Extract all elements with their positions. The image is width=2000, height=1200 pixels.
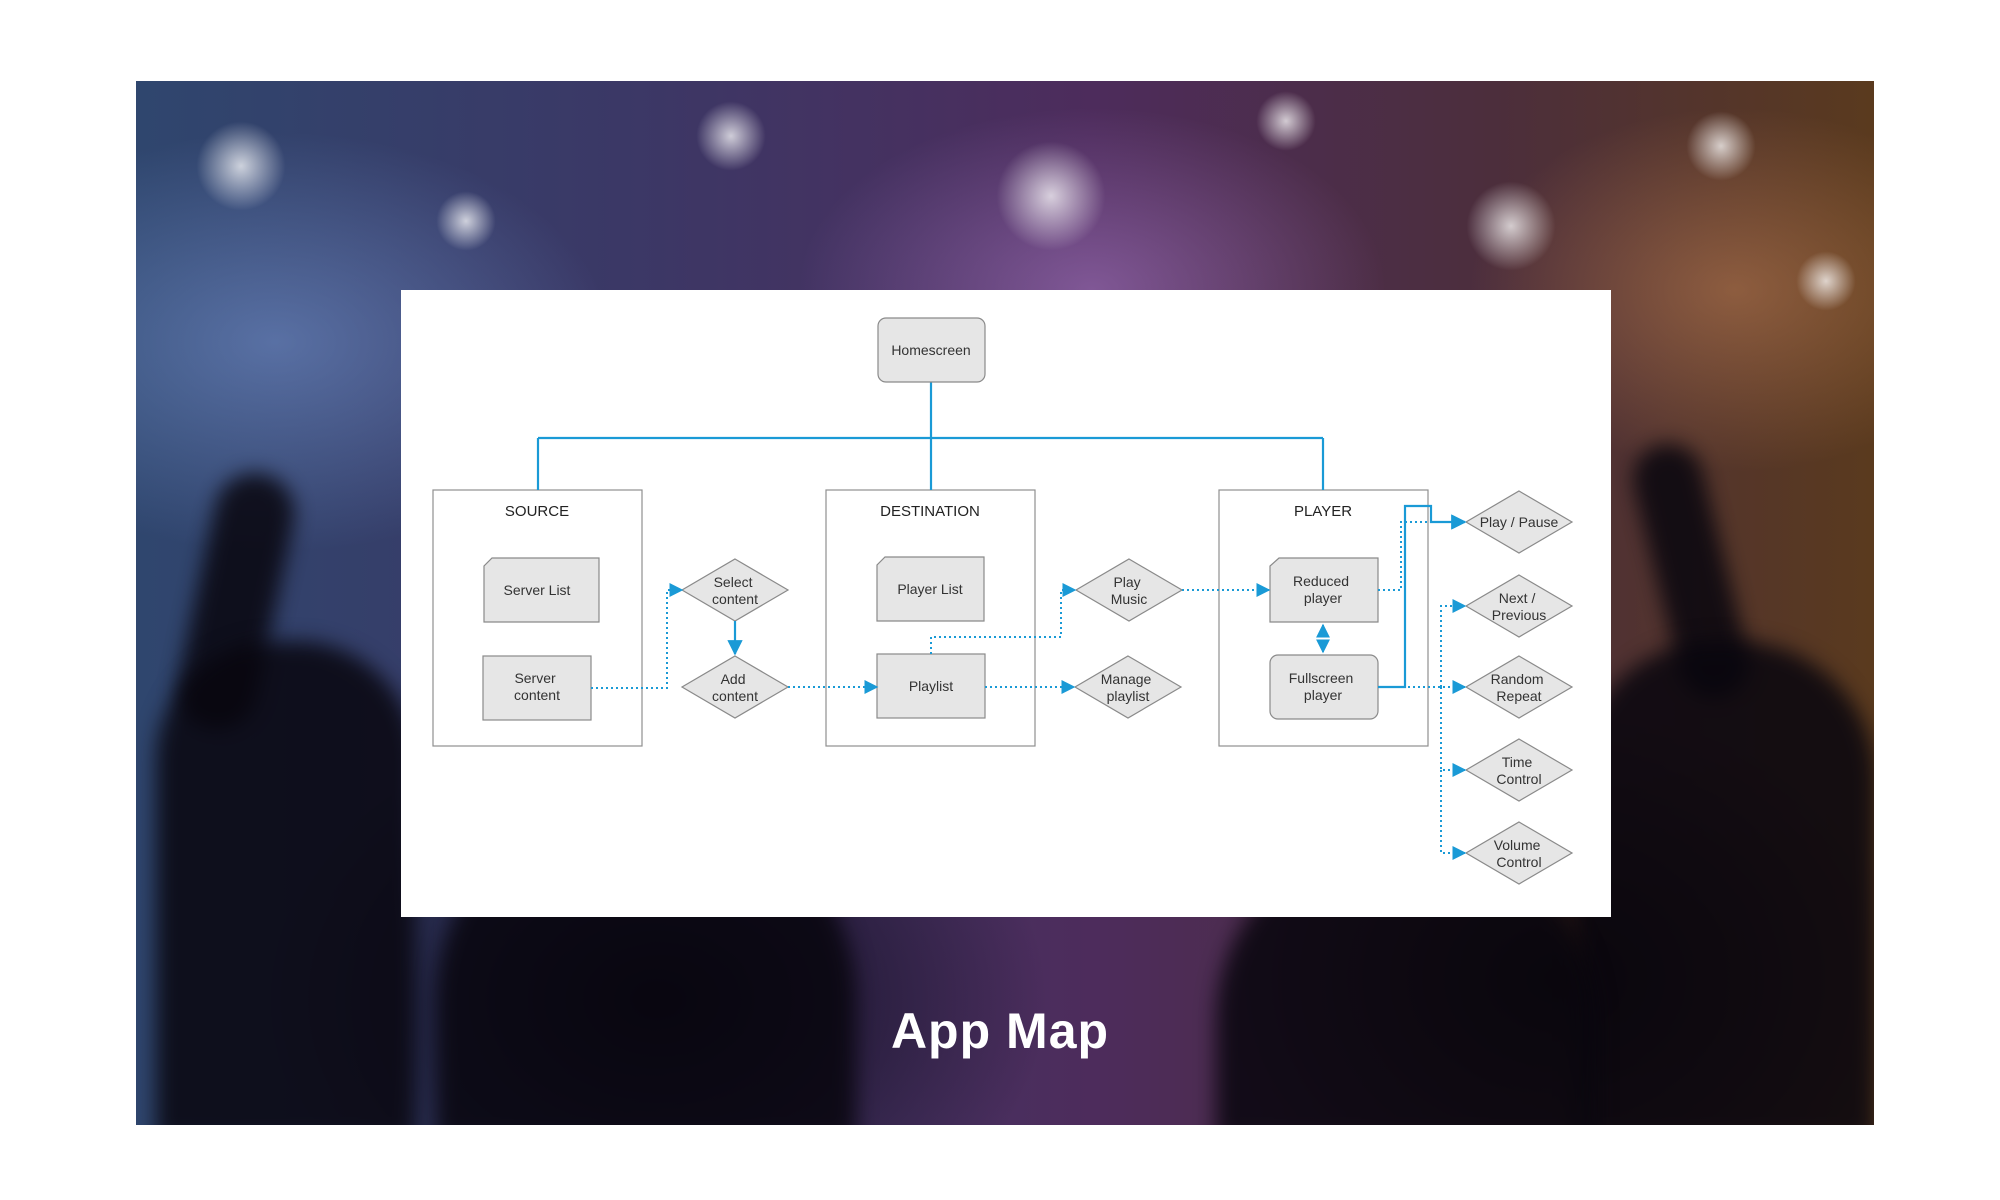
next-previous-label: Next / Previous <box>1492 590 1546 623</box>
light-sparkle <box>196 121 286 211</box>
playlist-label: Playlist <box>909 678 953 694</box>
app-map-diagram-panel: SOURCE DESTINATION PLAYER Homescreen Ser… <box>401 290 1611 917</box>
source-group-title: SOURCE <box>505 503 569 520</box>
server-content-label: Server content <box>514 670 560 703</box>
add-content-label: Add content <box>712 671 758 704</box>
light-sparkle <box>1686 111 1756 181</box>
edge-fullscreen-to-time-control <box>1440 687 1467 777</box>
time-control-diamond <box>1464 738 1574 802</box>
player-list-node <box>876 556 985 622</box>
server-list-node <box>483 557 600 623</box>
crowd-silhouette <box>1576 641 1874 1125</box>
crowd-silhouette <box>156 641 416 1125</box>
light-sparkle <box>436 191 496 251</box>
play-music-label: Play Music <box>1111 574 1148 607</box>
edge-fullscreen-to-next-previous <box>1440 599 1467 687</box>
reduced-player-node <box>1269 557 1379 623</box>
app-map-flowchart: SOURCE DESTINATION PLAYER Homescreen Ser… <box>432 317 1574 885</box>
player-group-title: PLAYER <box>1294 503 1352 520</box>
light-sparkle <box>1796 251 1856 311</box>
server-list-label: Server List <box>504 582 571 598</box>
player-list-label: Player List <box>897 581 962 597</box>
manage-playlist-label: Manage playlist <box>1101 671 1155 704</box>
light-sparkle <box>1256 91 1316 151</box>
server-content-node <box>482 655 592 721</box>
random-repeat-label: Random Repeat <box>1491 671 1548 704</box>
play-pause-label: Play / Pause <box>1480 514 1559 530</box>
edge-fullscreen-to-play-pause <box>1378 504 1467 689</box>
edge-reduced-to-play-pause <box>1378 515 1467 591</box>
play-pause-diamond <box>1464 490 1574 554</box>
homescreen-label: Homescreen <box>891 342 970 358</box>
select-content-label: Select content <box>712 574 758 607</box>
edge-playlist-to-play-music <box>930 583 1077 654</box>
next-previous-diamond <box>1464 574 1574 638</box>
destination-group-title: DESTINATION <box>880 503 980 520</box>
homescreen-node <box>877 317 986 383</box>
reduced-player-label: Reduced player <box>1293 573 1353 606</box>
select-content-diamond <box>680 558 790 622</box>
light-sparkle <box>996 141 1106 251</box>
light-sparkle <box>696 101 766 171</box>
random-repeat-diamond <box>1464 655 1574 719</box>
manage-playlist-diamond <box>1073 655 1183 719</box>
edge-fullscreen-to-volume-control <box>1440 770 1467 860</box>
fullscreen-player-label: Fullscreen player <box>1289 670 1357 703</box>
play-music-diamond <box>1074 558 1184 622</box>
page-title: App Map <box>890 1003 1110 1059</box>
light-sparkle <box>1466 181 1556 271</box>
volume-control-label: Volume Control <box>1494 837 1545 870</box>
add-content-diamond <box>680 655 790 719</box>
volume-control-diamond <box>1464 821 1574 885</box>
time-control-label: Time Control <box>1496 754 1541 787</box>
playlist-node <box>876 653 986 719</box>
edge-server-content-to-select-content <box>591 583 684 689</box>
